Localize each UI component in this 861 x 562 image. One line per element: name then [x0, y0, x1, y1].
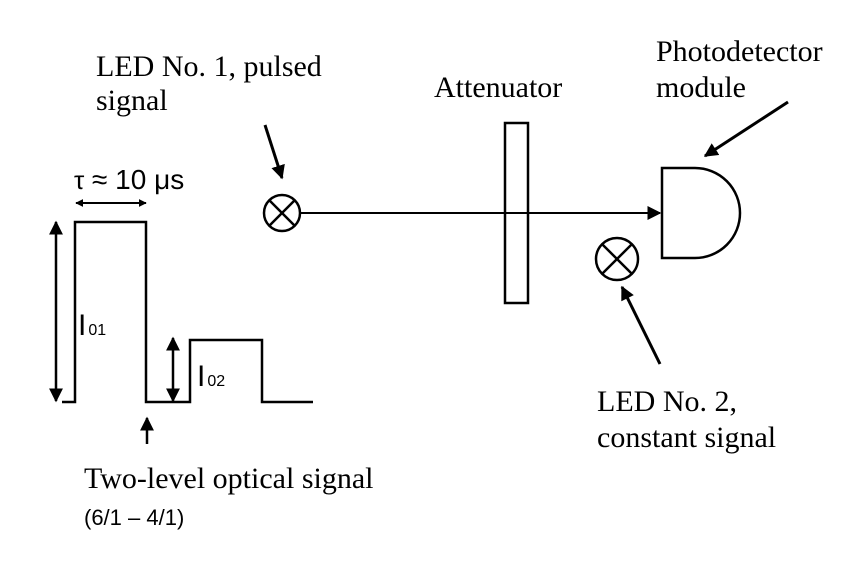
led2-label-line2: constant signal: [597, 421, 776, 454]
photodetector-label-line1: Photodetector: [656, 35, 823, 68]
led1-label-line2: signal: [96, 84, 168, 117]
led1-label-line1: LED No. 1, pulsed: [96, 50, 322, 83]
photodetector-label-line2: module: [656, 71, 746, 104]
signal-caption-line1: Two-level optical signal: [84, 462, 373, 495]
photodetector-pointer-arrow: [703, 100, 789, 158]
signal-caption-line2: (6/1 – 4/1): [84, 505, 184, 530]
led2-label-line1: LED No. 2,: [597, 385, 737, 418]
i01-main: I: [78, 309, 86, 342]
led2-symbol: [594, 236, 640, 282]
photodetector-module: [660, 166, 742, 260]
tau-value: ≈ 10 μs: [92, 164, 184, 195]
tau-symbol: τ: [74, 165, 85, 195]
led2-pointer-arrow: [620, 285, 662, 365]
i01-subscript: 01: [88, 322, 106, 339]
led1-pointer-arrow: [263, 124, 285, 180]
led1-symbol: [262, 193, 302, 233]
attenuator-label: Attenuator: [434, 71, 562, 104]
i02-main: I: [197, 360, 205, 393]
two-level-pulse-waveform: [62, 220, 313, 404]
i02-subscript: 02: [207, 373, 225, 390]
